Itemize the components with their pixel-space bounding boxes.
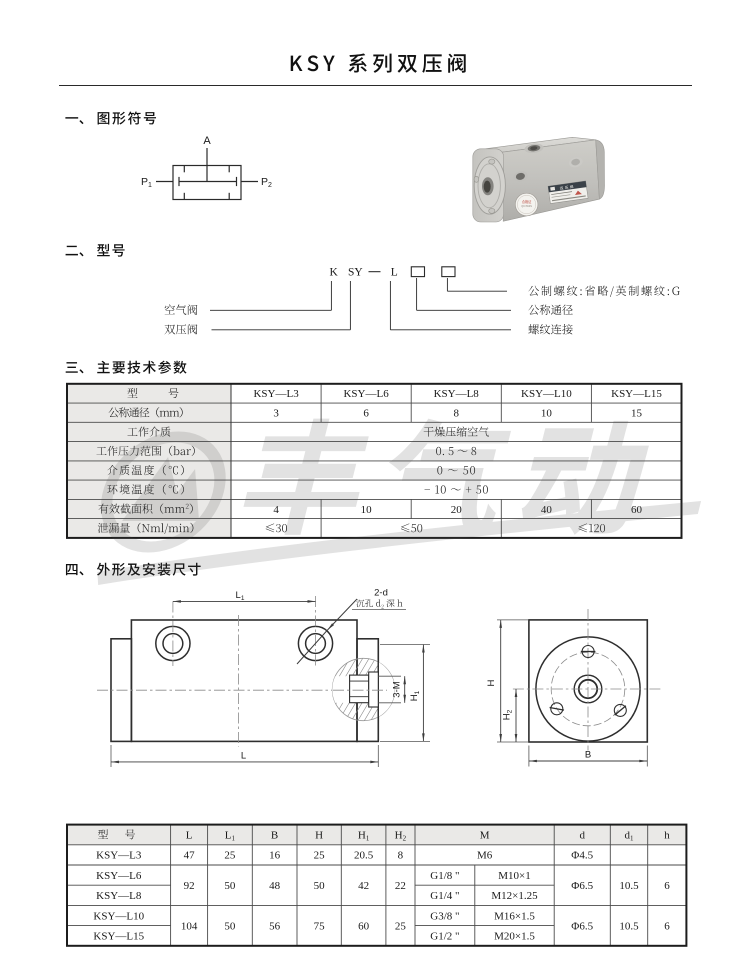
svg-text:SY: SY [348, 267, 363, 279]
svg-text:G1/4 ": G1/4 " [430, 890, 459, 902]
svg-text:L1: L1 [225, 830, 236, 843]
svg-text:4: 4 [273, 504, 279, 516]
svg-text:G1/8 ": G1/8 " [430, 870, 459, 882]
svg-text:H: H [486, 679, 497, 686]
svg-text:K: K [329, 267, 338, 279]
svg-text:Φ4.5: Φ4.5 [571, 850, 593, 862]
svg-text:50: 50 [314, 880, 326, 892]
svg-text:50: 50 [224, 920, 236, 932]
svg-text:G3/8 ": G3/8 " [430, 910, 459, 922]
svg-text:H2: H2 [395, 830, 407, 843]
svg-text:M16×1.5: M16×1.5 [494, 910, 535, 922]
svg-text:3: 3 [273, 408, 279, 420]
svg-text:16: 16 [269, 850, 281, 862]
svg-text:h: h [664, 830, 670, 842]
svg-text:H1: H1 [358, 830, 370, 843]
svg-text:B: B [585, 750, 591, 761]
svg-text:P2: P2 [261, 176, 272, 189]
svg-text:KSY—L8: KSY—L8 [96, 890, 142, 902]
svg-text:KSY—L3: KSY—L3 [253, 388, 299, 400]
svg-text:M: M [480, 830, 490, 842]
svg-text:48: 48 [269, 880, 281, 892]
svg-text:M6: M6 [477, 850, 493, 862]
svg-text:d: d [579, 830, 585, 842]
svg-text:H2: H2 [502, 709, 514, 720]
svg-text:M20×1.5: M20×1.5 [494, 931, 535, 943]
svg-text:3-M: 3-M [392, 681, 403, 697]
svg-text:H1: H1 [409, 690, 421, 701]
svg-text:G1/2 ": G1/2 " [430, 931, 459, 943]
svg-text:60: 60 [358, 920, 370, 932]
svg-text:2-d: 2-d [374, 588, 388, 599]
svg-text:KSY—L6: KSY—L6 [343, 388, 389, 400]
svg-text:10: 10 [541, 408, 553, 420]
svg-text:KSY—L3: KSY—L3 [96, 850, 142, 862]
svg-text:20: 20 [451, 504, 463, 516]
svg-text:60: 60 [631, 504, 643, 516]
svg-text:Φ6.5: Φ6.5 [571, 880, 593, 892]
svg-text:双压阀: 双压阀 [559, 184, 575, 191]
svg-text:75: 75 [314, 920, 326, 932]
svg-text:104: 104 [181, 920, 198, 932]
svg-text:KSY—L8: KSY—L8 [434, 388, 480, 400]
svg-text:A: A [203, 135, 211, 147]
svg-text:42: 42 [358, 880, 369, 892]
svg-text:25: 25 [224, 850, 236, 862]
svg-text:6: 6 [664, 880, 670, 892]
svg-text:Φ6.5: Φ6.5 [571, 920, 593, 932]
svg-text:6: 6 [664, 920, 670, 932]
svg-text:92: 92 [184, 880, 195, 892]
svg-text:56: 56 [269, 920, 281, 932]
svg-text:合格证: 合格证 [522, 199, 532, 204]
svg-text:47: 47 [184, 850, 196, 862]
svg-text:L: L [241, 751, 246, 762]
svg-text:KSY—L15: KSY—L15 [93, 931, 144, 943]
svg-text:20.5: 20.5 [354, 850, 374, 862]
svg-text:25: 25 [314, 850, 326, 862]
svg-text:KSY—L10: KSY—L10 [93, 910, 144, 922]
svg-text:6: 6 [363, 408, 369, 420]
svg-text:L: L [186, 830, 193, 842]
svg-text:M12×1.25: M12×1.25 [491, 890, 538, 902]
svg-text:B: B [271, 830, 278, 842]
svg-text:KSY—L6: KSY—L6 [96, 870, 142, 882]
svg-text:H: H [315, 830, 323, 842]
svg-text:50: 50 [224, 880, 236, 892]
svg-text:M10×1: M10×1 [498, 870, 530, 882]
svg-text:KSY—L15: KSY—L15 [611, 388, 662, 400]
svg-text:8: 8 [453, 408, 459, 420]
svg-text:22: 22 [395, 880, 406, 892]
svg-text:QC PASS: QC PASS [521, 205, 532, 208]
svg-text:8: 8 [398, 850, 404, 862]
svg-text:15: 15 [631, 408, 643, 420]
svg-text:25: 25 [395, 920, 407, 932]
svg-text:10.5: 10.5 [619, 920, 639, 932]
svg-text:d1: d1 [625, 830, 635, 843]
svg-text:10: 10 [361, 504, 373, 516]
svg-text:10.5: 10.5 [619, 880, 639, 892]
svg-text:P1: P1 [141, 176, 152, 189]
svg-text:L1: L1 [236, 590, 245, 602]
svg-text:L: L [391, 267, 398, 279]
svg-text:KSY—L10: KSY—L10 [521, 388, 572, 400]
